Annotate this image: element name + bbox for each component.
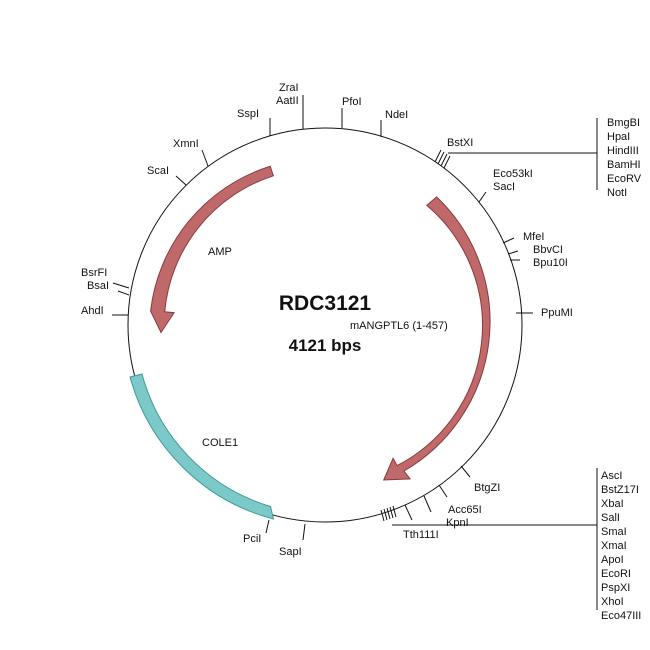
site-label-kpni: KpnI: [446, 517, 469, 529]
site-label-hindiii: HindIII: [607, 145, 639, 157]
site-labels: ZraI AatII PfoI NdeI SspI XmnI ScaI BstX…: [81, 82, 573, 558]
site-label-xmai: XmaI: [601, 540, 627, 552]
plasmid-name: RDC3121: [279, 292, 372, 315]
mcs-bottom-list: AscI BstZ17I XbaI SalI SmaI XmaI ApoI Ec…: [601, 470, 641, 622]
site-label-sspi: SspI: [237, 108, 259, 120]
site-label-zrai: ZraI: [279, 82, 299, 94]
amp-feature-arrow: [150, 165, 275, 334]
site-ticks: [112, 95, 533, 541]
site-label-bamhi: BamHI: [607, 159, 641, 171]
site-label-eco53ki: Eco53kI: [493, 168, 533, 180]
mangptl6-feature-arrow: [382, 196, 491, 481]
site-label-btgzi: BtgZI: [474, 482, 500, 494]
site-label-hpai: HpaI: [607, 131, 630, 143]
site-label-eco47iii: Eco47III: [601, 610, 641, 622]
site-label-bpu10i: Bpu10I: [533, 257, 568, 269]
site-label-saci: SacI: [493, 181, 515, 193]
site-label-pspxi: PspXI: [601, 582, 630, 594]
features: [129, 165, 491, 520]
site-label-aatii: AatII: [276, 95, 299, 107]
site-label-bbvci: BbvCI: [533, 244, 563, 256]
site-label-acc65i: Acc65I: [448, 504, 482, 516]
amp-feature-label: AMP: [208, 246, 232, 258]
mcs-top-cluster: [434, 118, 598, 190]
site-label-ppumi: PpuMI: [541, 307, 573, 319]
site-label-xbai: XbaI: [601, 498, 624, 510]
site-label-mfei: MfeI: [523, 231, 544, 243]
site-label-smai: SmaI: [601, 526, 627, 538]
site-label-bsrfi: BsrFI: [81, 267, 107, 279]
site-label-xhoi: XhoI: [601, 596, 624, 608]
site-label-tth111i: Tth111I: [403, 529, 439, 541]
site-label-ahdi: AhdI: [81, 305, 104, 317]
mcs-bottom-cluster: [380, 468, 598, 610]
site-label-apoi: ApoI: [601, 554, 624, 566]
site-label-ecori: EcoRI: [601, 568, 631, 580]
site-label-bsai: BsaI: [87, 280, 109, 292]
mangptl6-feature-label: mANGPTL6 (1-457): [350, 320, 448, 332]
site-label-pcii: PciI: [243, 533, 261, 545]
mcs-top-list: BmgBI HpaI HindIII BamHI EcoRV NotI: [607, 117, 642, 199]
site-label-scai: ScaI: [147, 165, 169, 177]
site-label-xmni: XmnI: [173, 138, 199, 150]
site-label-asci: AscI: [601, 470, 622, 482]
plasmid-backbone: [127, 127, 523, 523]
site-label-noti: NotI: [607, 187, 627, 199]
site-label-bstxi: BstXI: [447, 137, 473, 149]
site-label-pfoi: PfoI: [342, 96, 362, 108]
site-label-ndei: NdeI: [385, 109, 408, 121]
site-label-sapi: SapI: [279, 546, 302, 558]
site-label-ecorv: EcoRV: [607, 173, 642, 185]
plasmid-size: 4121 bps: [289, 336, 362, 355]
cole1-feature-band: [129, 373, 275, 520]
site-label-bmgbi: BmgBI: [607, 117, 640, 129]
cole1-feature-label: COLE1: [202, 437, 238, 449]
site-label-bstz17i: BstZ17I: [601, 484, 639, 496]
site-label-sali: SalI: [601, 512, 620, 524]
